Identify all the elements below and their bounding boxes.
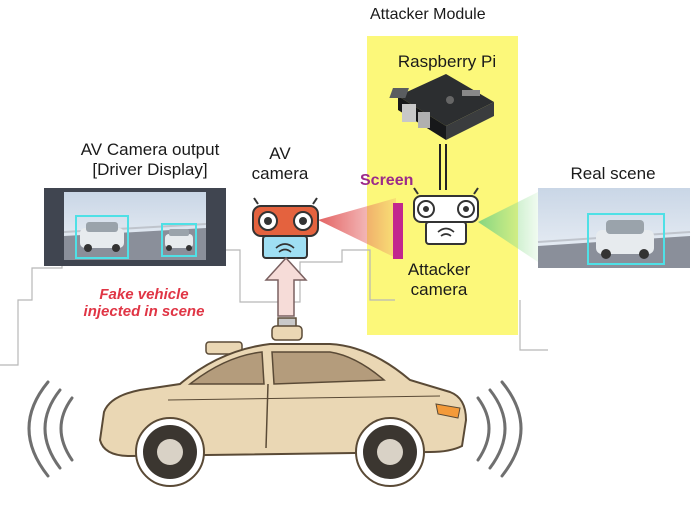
- attacker-camera-label: Attacker camera: [384, 260, 494, 299]
- real-vehicle-icon: [587, 213, 665, 265]
- av-camera-output-label: AV Camera output [Driver Display]: [40, 140, 260, 179]
- attacker-camera-label-line1: Attacker: [407, 260, 471, 279]
- av-camera-label: AV camera: [240, 144, 320, 183]
- av-camera-output-line2: [Driver Display]: [92, 159, 208, 179]
- raspberry-pi-board-icon: [389, 74, 494, 140]
- green-beam: [478, 192, 538, 262]
- screen-bar: [393, 203, 403, 259]
- display-real-vehicle-icon: [161, 223, 197, 257]
- fake-vehicle-label-line1: Fake vehicle: [99, 286, 189, 303]
- attacker-camera-label-line2: camera: [410, 279, 468, 299]
- sensor-wave-icon: [27, 380, 74, 478]
- attacker-camera-icon: [413, 187, 479, 245]
- autonomous-car-icon: [98, 317, 468, 487]
- av-camera-icon: [252, 197, 319, 259]
- raspberry-pi-label: Raspberry Pi: [397, 52, 497, 71]
- red-beam: [318, 198, 396, 258]
- driver-display: [44, 188, 226, 266]
- av-camera-output-line1: AV Camera output: [80, 140, 220, 159]
- screen-label: Screen: [360, 172, 414, 189]
- fake-vehicle-label: Fake vehicle injected in scene: [44, 286, 244, 321]
- real-scene-image: [537, 188, 691, 268]
- attacker-module-title: Attacker Module: [370, 6, 486, 23]
- background-skyline: [0, 249, 395, 366]
- sensor-wave-right-icon: [476, 380, 523, 478]
- av-camera-label-line2: camera: [251, 163, 309, 183]
- fake-vehicle-label-line2: injected in scene: [83, 303, 205, 321]
- up-arrow: [264, 256, 308, 317]
- background-skyline-right: [519, 300, 548, 351]
- av-camera-label-line1: AV: [269, 144, 291, 163]
- real-scene-label: Real scene: [570, 164, 656, 183]
- fake-vehicle-icon: [75, 215, 129, 259]
